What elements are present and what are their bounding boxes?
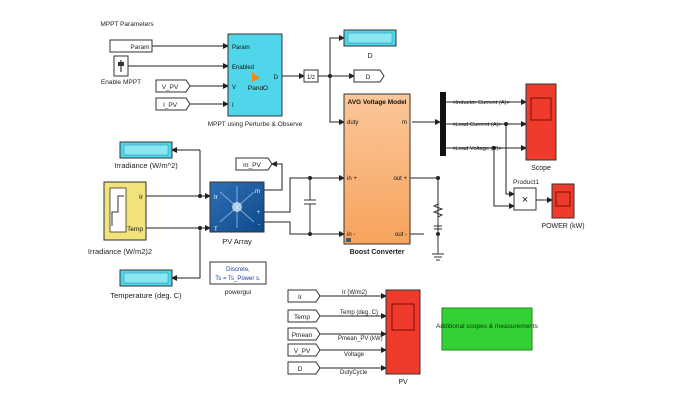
- boost-port-duty: duty: [347, 120, 358, 126]
- bottom-tag-d: D: [298, 366, 303, 373]
- bottom-tag-temp: Temp: [294, 314, 310, 321]
- powergui-caption: powergui: [225, 289, 251, 296]
- pv-array-block[interactable]: Ir T m + -: [209, 181, 265, 233]
- irradiance-source-block[interactable]: Ir Temp: [103, 181, 147, 241]
- irradiance-display[interactable]: [119, 141, 173, 159]
- enable-mppt-switch[interactable]: Enable MPPT: [101, 55, 141, 86]
- m-pv-tag-label: m_PV: [243, 162, 261, 169]
- subsystem-icon: [346, 238, 351, 242]
- irradiance-source-caption: Irradiance (W/m2)2: [88, 247, 152, 256]
- temperature-display[interactable]: [119, 269, 173, 287]
- boost-port-out-plus: out +: [393, 176, 407, 182]
- bottom-from-tag-pmean[interactable]: Pmean: [287, 327, 321, 341]
- m-pv-goto-tag[interactable]: m_PV: [235, 157, 273, 171]
- boost-port-in-minus: in -: [347, 232, 355, 238]
- mppt-block-name: PandO: [248, 85, 268, 92]
- powergui-line2: Ts = Ts_Power s.: [215, 276, 261, 282]
- pv-scope-screen-icon: [391, 303, 415, 331]
- additional-scopes-block[interactable]: Additional scopes & measurements: [436, 307, 539, 351]
- irr-port-temp: Temp: [127, 226, 143, 233]
- enable-mppt-label: Enable MPPT: [101, 79, 141, 86]
- bottom-from-tag-ir[interactable]: Ir: [287, 289, 321, 303]
- mppt-port-d: D: [274, 75, 279, 81]
- pv-port-ir: Ir: [214, 195, 218, 201]
- power-scope-screen-icon: [555, 191, 571, 207]
- unit-delay-block[interactable]: 1/z: [303, 69, 319, 83]
- product-block[interactable]: ×: [513, 187, 537, 211]
- d-display-label: D: [367, 53, 372, 60]
- additional-note-text: Additional scopes & measurements: [436, 323, 539, 330]
- boost-port-m: m: [402, 120, 407, 126]
- ipv-tag-label: I_PV: [163, 102, 178, 109]
- irradiance-display-label: Irradiance (W/m^2): [114, 161, 178, 170]
- signal-label-ir: Ir (W/m2): [342, 290, 367, 296]
- mppt-port-enabled: Enabled: [232, 65, 254, 71]
- scope-caption: Scope: [531, 165, 551, 172]
- temperature-display-label: Temperature (deg. C): [110, 291, 182, 300]
- d-goto-label: D: [366, 74, 371, 81]
- pv-scope-caption: PV: [398, 379, 408, 386]
- bus-selector-bar[interactable]: [440, 92, 446, 156]
- pv-array-caption: PV Array: [222, 237, 252, 246]
- bottom-tag-vpv: V_PV: [294, 348, 311, 355]
- output-load: [432, 200, 444, 261]
- scope-block[interactable]: [525, 83, 557, 161]
- irr-port-ir: Ir: [139, 194, 144, 201]
- mppt-port-param: Param: [232, 45, 250, 51]
- signal-label-voltage: Voltage: [344, 352, 365, 358]
- power-scope-block[interactable]: [551, 183, 575, 219]
- boost-port-out-minus: out -: [395, 232, 407, 238]
- bottom-from-tag-vpv[interactable]: V_PV: [287, 343, 321, 357]
- param-tag: Param: [130, 44, 149, 51]
- boost-port-in-plus: in +: [347, 176, 357, 182]
- boost-caption: Boost Converter: [350, 249, 405, 256]
- demux-label-2: <Load Current (A)>: [452, 122, 503, 128]
- powergui-block[interactable]: Discrete, Ts = Ts_Power s.: [209, 261, 267, 285]
- pv-port-minus: -: [258, 222, 260, 228]
- demux-label-1: <Inductor Current (A)>: [452, 100, 511, 106]
- vpv-from-tag[interactable]: V_PV: [155, 79, 191, 93]
- boost-title: AVG Voltage Model: [348, 99, 407, 106]
- signal-label-pmean: Pmean_PV (kW): [338, 336, 383, 342]
- matlab-function-icon: [252, 72, 260, 82]
- pv-port-m: m: [255, 189, 260, 195]
- mppt-params-label: MPPT Parameters: [100, 21, 154, 28]
- unit-delay-label: 1/z: [307, 75, 315, 81]
- d-display[interactable]: D: [343, 29, 397, 60]
- bottom-tag-pmean: Pmean: [292, 332, 313, 339]
- signal-label-dutycycle: DutyCycle: [340, 370, 368, 376]
- mppt-caption-text: MPPT using Perturbe & Observe: [208, 121, 303, 128]
- input-capacitor: [304, 178, 316, 234]
- bottom-from-tag-temp[interactable]: Temp: [287, 309, 321, 323]
- powergui-line1: Discrete,: [226, 267, 250, 273]
- pv-port-t: T: [214, 227, 218, 233]
- vpv-tag-label: V_PV: [162, 84, 179, 91]
- signal-builder-icon: [111, 195, 124, 226]
- mppt-block[interactable]: Param Enabled V I D PandO: [227, 33, 283, 117]
- pv-port-plus: +: [256, 210, 260, 216]
- d-goto-tag[interactable]: D: [353, 69, 385, 83]
- mppt-parameters-block[interactable]: MPPT Parameters Param: [100, 21, 154, 53]
- signal-label-temp: Temp (deg. C): [340, 310, 378, 316]
- boost-converter-block[interactable]: AVG Voltage Model duty m in + out + in -…: [343, 93, 411, 245]
- scope-screen-icon: [530, 97, 552, 121]
- demux-label-3: <Load Voltage (V)>: [452, 146, 503, 152]
- product-symbol: ×: [522, 194, 528, 206]
- mppt-port-v: V: [232, 85, 236, 91]
- bottom-from-tag-d[interactable]: D: [287, 361, 321, 375]
- power-caption: POWER (kW): [541, 223, 584, 230]
- mppt-caption: MPPT using Perturbe & Observe: [208, 121, 303, 128]
- mppt-port-i: I: [232, 103, 234, 109]
- bottom-tag-ir: Ir: [298, 294, 303, 301]
- product-caption: Product1: [513, 179, 539, 186]
- ipv-from-tag[interactable]: I_PV: [155, 97, 191, 111]
- pv-scope-block[interactable]: [385, 289, 421, 375]
